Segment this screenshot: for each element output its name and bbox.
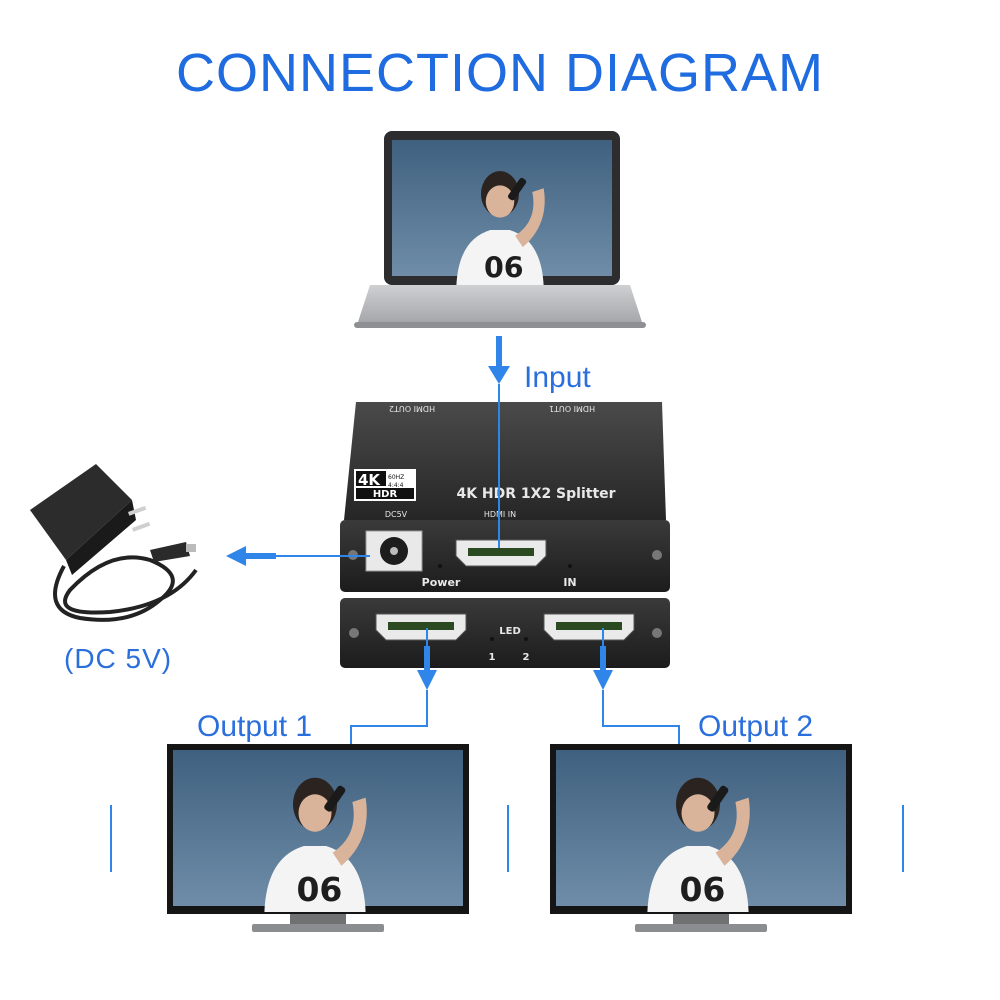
splitter-top-port-out1: HDMI OUT1 <box>549 404 595 413</box>
led-label-in: IN <box>563 576 576 589</box>
splitter-name: 4K HDR 1X2 Splitter <box>456 486 615 502</box>
monitor-1-shirt-number: 06 <box>296 870 342 909</box>
output-2-arrow <box>593 628 680 744</box>
input-arrow <box>488 336 510 548</box>
led-title: LED <box>499 626 521 637</box>
output-1-arrow <box>350 628 437 744</box>
label-input: Input <box>524 361 591 394</box>
laptop-performer-image: 06 <box>456 171 545 287</box>
badge-60hz: 60HZ <box>388 474 404 481</box>
diagram-title: CONNECTION DIAGRAM <box>175 43 825 103</box>
label-output-2: Output 2 <box>698 710 814 743</box>
splitter-badge: 4K 60HZ 4:4:4 HDR <box>354 469 416 501</box>
port-label-hdmi-in: HDMI IN <box>484 510 516 519</box>
led-2: 2 <box>523 652 530 663</box>
port-label-dc5v: DC5V <box>385 510 408 519</box>
monitor-1-performer-image: 06 <box>264 777 367 912</box>
monitor-2-shirt-number: 06 <box>679 870 725 909</box>
badge-444: 4:4:4 <box>388 482 404 489</box>
badge-hdr: HDR <box>373 489 398 500</box>
splitter-device: HDMI OUT2 HDMI OUT1 4K 60HZ 4:4:4 HDR 4K… <box>340 402 670 592</box>
splitter-top-port-out2: HDMI OUT2 <box>389 404 435 413</box>
label-power-supply: (DC 5V) <box>64 643 173 674</box>
monitor-2: 06 <box>550 744 852 932</box>
led-1: 1 <box>489 652 496 663</box>
power-adapter <box>30 464 198 622</box>
splitter-rear-panel: LED 1 2 <box>340 598 670 668</box>
laptop-shirt-number: 06 <box>484 252 524 285</box>
monitor-2-performer-image: 06 <box>647 777 750 912</box>
led-label-power: Power <box>422 576 461 589</box>
label-output-1: Output 1 <box>197 710 313 743</box>
badge-4k: 4K <box>358 471 381 489</box>
laptop-keyboard <box>358 285 642 322</box>
laptop: 06 <box>354 131 646 328</box>
power-arrow <box>226 546 370 566</box>
monitor-1: 06 <box>167 744 469 932</box>
